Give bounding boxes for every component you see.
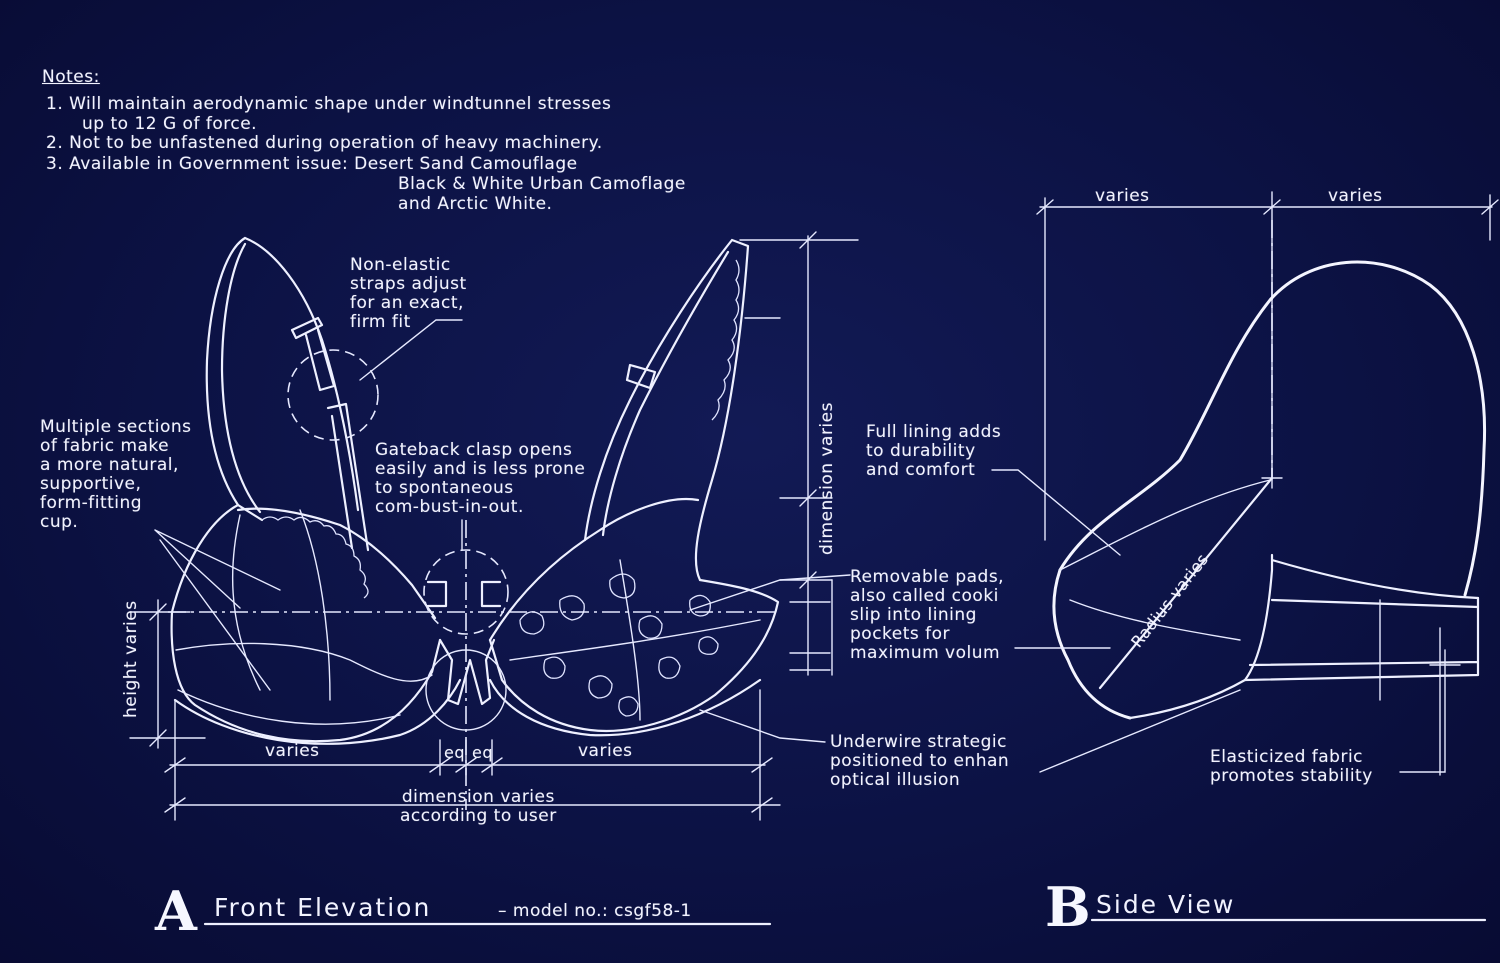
side-view-drawing <box>991 191 1499 776</box>
note-3-line-3: and Arctic White. <box>398 194 553 214</box>
underwire-callout: Underwire strategic positioned to enhan … <box>830 732 1010 790</box>
note-1-line-2: up to 12 G of force. <box>82 114 258 134</box>
clasp-left <box>426 580 448 608</box>
left-cup-seam-1 <box>175 642 433 682</box>
side-cup-outline <box>1058 260 1487 597</box>
pads-callout: Removable pads, also called cooki slip i… <box>850 567 1005 663</box>
height-dim-ticks <box>129 603 206 747</box>
view-b-title: Side View <box>1096 890 1236 919</box>
right-cup-top-edge <box>488 498 700 642</box>
radius-line <box>1098 476 1274 690</box>
vertical-dim-ticks <box>739 231 859 671</box>
side-dim-varies-right: varies <box>1328 186 1383 206</box>
elastic-callout: Elasticized fabric promotes stability <box>1210 747 1373 786</box>
side-dim-top-ticks <box>1036 191 1499 541</box>
elastic-leader <box>1399 649 1446 773</box>
radius-center-mark <box>1261 467 1283 489</box>
left-cup-lower-band <box>177 689 401 725</box>
notes-heading: Notes: <box>42 67 100 87</box>
side-band <box>1243 596 1480 682</box>
left-cup-seam-3 <box>299 509 331 701</box>
view-b-letter: B <box>1045 875 1091 939</box>
underwire-leader <box>699 709 826 743</box>
front-elevation-drawing <box>129 231 859 821</box>
note-3-line-2: Black & White Urban Camoflage <box>398 174 686 194</box>
left-strap-lower <box>326 402 370 552</box>
left-strap-inner <box>220 242 262 514</box>
dim-vertical: dimension varies <box>817 402 837 555</box>
dim-eq-1: eq <box>444 743 465 762</box>
note-3-line-1: 3. Available in Government issue: Desert… <box>46 154 578 174</box>
sections-leader <box>154 529 281 691</box>
lining-callout: Full lining adds to durability and comfo… <box>866 422 1002 480</box>
right-strap-slider <box>625 363 657 390</box>
center-gore-circle <box>425 649 507 731</box>
lining-leader <box>991 469 1121 556</box>
right-strap-inner <box>601 250 730 537</box>
sections-callout: Multiple sections of fabric make a more … <box>40 417 192 532</box>
dim-varies-left: varies <box>265 741 320 761</box>
clasp-callout: Gateback clasp opens easily and is less … <box>375 440 586 517</box>
view-a-title: Front Elevation <box>214 893 432 922</box>
straps-callout: Non-elastic straps adjust for an exact, … <box>350 255 467 332</box>
center-gore <box>438 638 496 706</box>
right-cup-outline <box>488 578 780 732</box>
side-dim-right <box>1379 599 1461 776</box>
left-cup-seam-2 <box>231 514 261 691</box>
clasp-right <box>480 580 502 608</box>
dim-eq-2: eq <box>472 743 493 762</box>
left-cup-outline <box>170 503 442 743</box>
side-cup-front <box>1052 568 1132 720</box>
right-cup-seam <box>509 559 761 721</box>
left-strap <box>205 236 360 522</box>
underwire-side-leader <box>1039 689 1241 773</box>
left-cup-top-edge <box>236 507 437 620</box>
dim-total: dimension varies according to user <box>400 787 557 826</box>
strap-detail-circle <box>287 349 379 441</box>
dim-varies-right: varies <box>578 741 633 761</box>
dim-ticks <box>164 689 773 821</box>
dim-height: height varies <box>121 600 141 718</box>
note-2: 2. Not to be unfastened during operation… <box>46 133 603 153</box>
note-1-line-1: 1. Will maintain aerodynamic shape under… <box>46 94 612 114</box>
left-cup-lace <box>261 516 369 599</box>
view-a-model: – model no.: csgf58-1 <box>498 901 692 921</box>
straps-leader <box>359 319 463 381</box>
underwire <box>173 678 762 745</box>
side-dim-varies-left: varies <box>1095 186 1150 206</box>
right-strap <box>583 238 750 582</box>
left-strap-slider <box>290 316 336 392</box>
clasp-detail-circle <box>423 549 509 635</box>
view-a-letter: A <box>155 879 197 943</box>
right-strap-lace <box>711 259 740 421</box>
